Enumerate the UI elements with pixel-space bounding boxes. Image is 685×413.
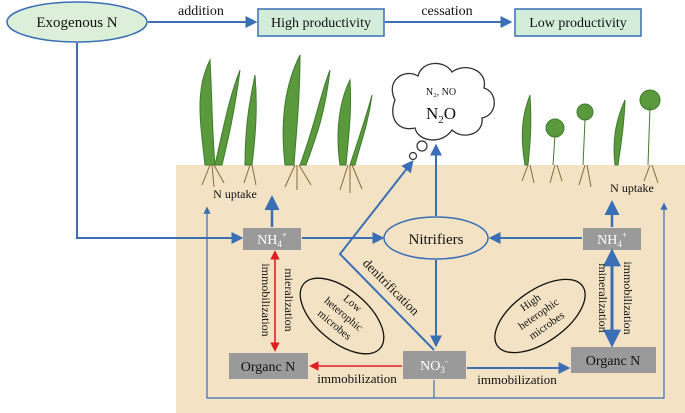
no3-uptake-left-loop (203, 206, 435, 399)
nh4-right-label: NH4+ (597, 230, 627, 249)
left-mineralization-label: mieralization (282, 268, 296, 331)
immobilization-bottom-right-label: immobilization (477, 372, 557, 387)
right-mineralization-label: mineralization (596, 263, 610, 332)
denitrification-arrow (338, 160, 435, 351)
no3-box (403, 351, 466, 379)
plants-left (199, 54, 373, 166)
cessation-label: cessation (421, 4, 472, 19)
n-uptake-right-label: N uptake (610, 181, 654, 195)
no3-label: NO3- (420, 356, 448, 375)
low-microbes-node (299, 277, 385, 355)
high-productivity-label: High productivity (271, 16, 371, 31)
n-uptake-left-label: N uptake (213, 187, 257, 201)
addition-label: addition (178, 4, 224, 19)
organic-n-left-label: Organc N (241, 360, 296, 375)
organic-n-right-box (571, 347, 656, 373)
gas-cloud (391, 62, 495, 161)
nh4-left-label: NH4+ (257, 230, 287, 249)
exogenous-n-node (6, 1, 148, 43)
organic-n-left-box (229, 353, 308, 379)
exogenous-to-nh4-arrow (76, 43, 244, 244)
no3-uptake-right-loop (434, 202, 668, 399)
immobilization-bottom-left-label: immobilization (317, 371, 397, 386)
organic-n-right-label: Organc N (586, 354, 641, 369)
exogenous-n-label: Exogenous N (36, 15, 117, 31)
gas-top-label: N₂, NO (426, 87, 456, 98)
roots-left (201, 164, 363, 193)
high-productivity-box (257, 8, 385, 37)
low-productivity-box (514, 8, 642, 37)
plants-right (521, 89, 661, 166)
nh4-left-box (243, 228, 301, 250)
right-immobilization-label: immobilization (621, 261, 635, 334)
high-microbes-node (494, 278, 586, 354)
nitrifiers-label: Nitrifiers (409, 232, 464, 248)
low-productivity-label: Low productivity (529, 16, 627, 31)
nh4-right-box (583, 228, 641, 250)
roots-right (521, 164, 659, 188)
left-immobilization-label: immobilization (259, 263, 273, 336)
gas-main-label: N2O (426, 104, 456, 126)
